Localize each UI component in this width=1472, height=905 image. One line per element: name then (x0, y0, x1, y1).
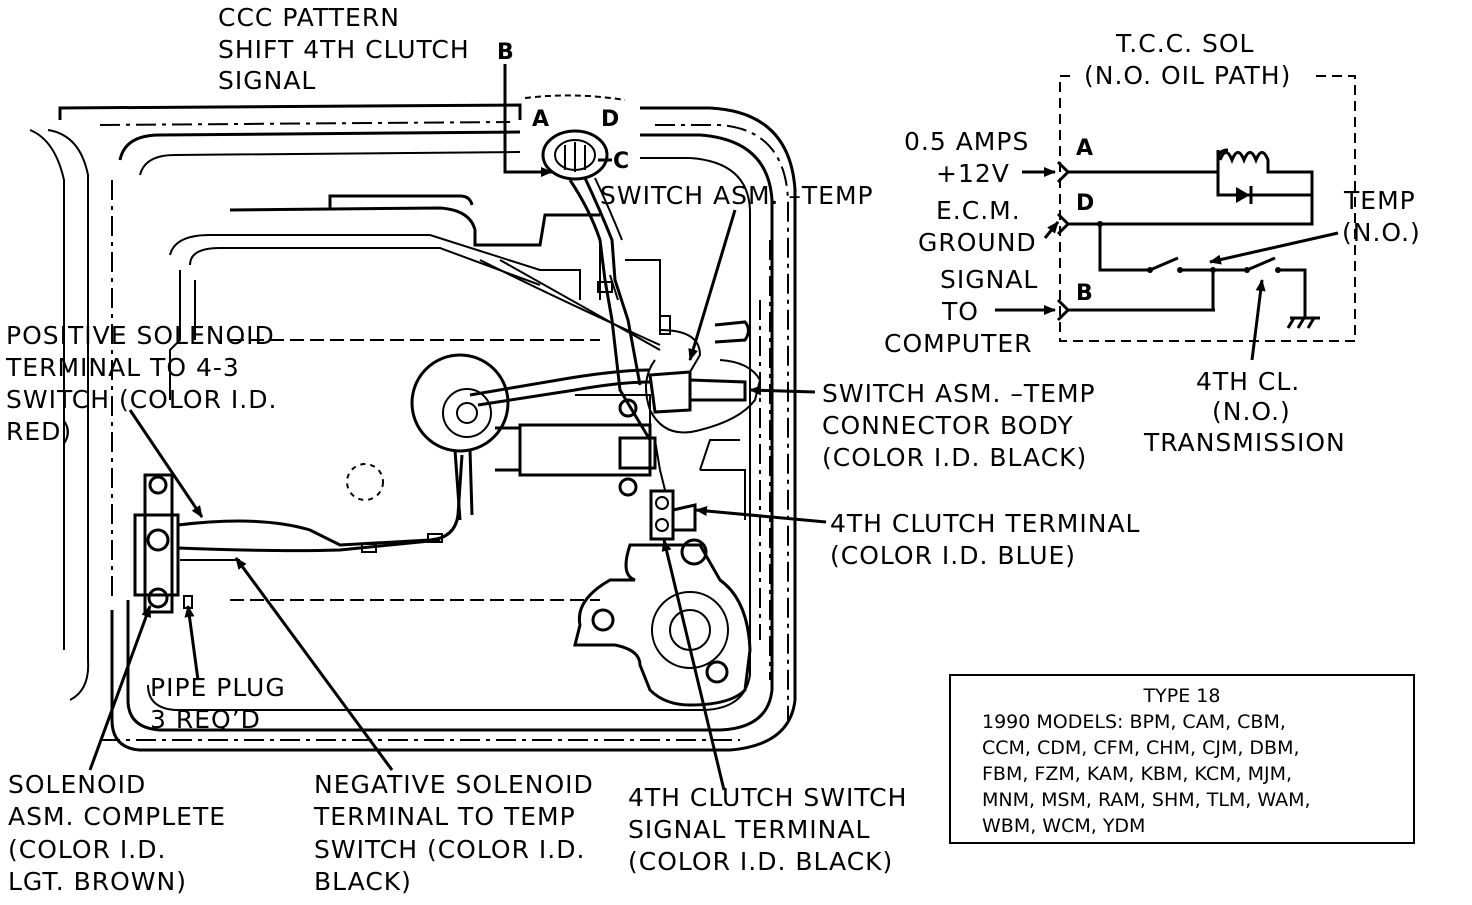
clutch-switch-label: 4TH CL. (N.O.) TRANSMISSION (1143, 367, 1346, 457)
temp-switch-label: TEMP (N.O.) (1342, 186, 1425, 247)
callout-leaders (88, 64, 827, 791)
temp-switch-blade (1149, 256, 1179, 272)
solenoid-asm-label: SOLENOID ASM. COMPLETE (COLOR I.D. LGT. … (8, 770, 235, 896)
connector-pin-c-label: C (613, 149, 629, 174)
connector-pin-d-label: D (601, 107, 619, 132)
transmission-pan-drawing (29, 94, 797, 752)
schematic-pin-d: D (1076, 191, 1094, 216)
clutch-terminal-label: 4TH CLUTCH TERMINAL (COLOR I.D. BLUE) (830, 509, 1149, 570)
schematic-title: T.C.C. SOL (N.O. OIL PATH) (1084, 29, 1291, 90)
input-d-label: E.C.M. GROUND (918, 196, 1037, 257)
tcc-schematic: T.C.C. SOL (N.O. OIL PATH) 0.5 AMPS +12V… (884, 29, 1425, 457)
pipe-plug-label: PIPE PLUG 3 REQ’D (150, 673, 295, 734)
negative-solenoid-label: NEGATIVE SOLENOID TERMINAL TO TEMP SWITC… (313, 770, 603, 896)
type-heading: TYPE 18 (1143, 685, 1221, 707)
input-b-label: SIGNAL TO COMPUTER (884, 265, 1047, 358)
clutch-switch-signal-label: 4TH CLUTCH SWITCH SIGNAL TERMINAL (COLOR… (628, 783, 916, 876)
clutch-switch-blade (1246, 256, 1276, 272)
ccc-pattern-label: CCC PATTERN SHIFT 4TH CLUTCH SIGNAL (218, 3, 479, 95)
schematic-pin-a: A (1076, 136, 1093, 161)
positive-solenoid-label: POSITIVE SOLENOID TERMINAL TO 4-3 SWITCH… (5, 321, 286, 446)
connector-pin-a-label: A (532, 107, 549, 132)
connector-body-label: SWITCH ASM. –TEMP CONNECTOR BODY (COLOR … (822, 379, 1105, 472)
schematic-pin-b: B (1076, 281, 1093, 306)
solenoid-coil (1218, 151, 1314, 195)
type-info-box: TYPE 18 1990 MODELS: BPM, CAM, CBM, CCM,… (949, 674, 1415, 844)
type-models-list: 1990 MODELS: BPM, CAM, CBM, CCM, CDM, CF… (982, 711, 1317, 837)
diode-symbol (1236, 187, 1250, 203)
ground-symbol (1286, 316, 1320, 329)
switch-asm-temp-label: SWITCH ASM. –TEMP (600, 181, 874, 210)
input-a-label: 0.5 AMPS +12V (904, 127, 1038, 188)
ccc-pin-b-label: B (497, 40, 514, 65)
